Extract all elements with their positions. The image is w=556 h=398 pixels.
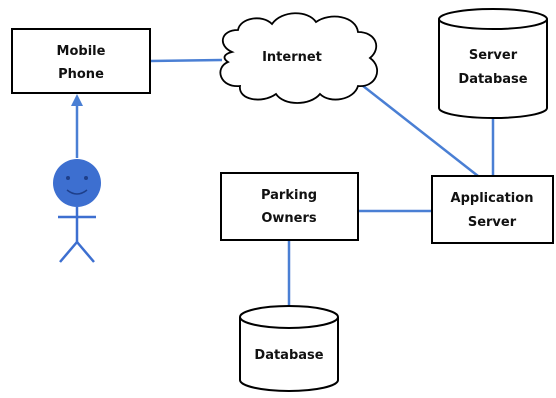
parking-owners-box	[220, 172, 359, 241]
database-node: Database	[239, 305, 339, 392]
parking-owners-node: Parking Owners	[220, 172, 359, 241]
application-server-box	[431, 175, 554, 244]
user-smile	[66, 189, 88, 195]
application-server-node: Application Server	[431, 175, 554, 244]
user-stick-figure-icon	[53, 159, 101, 263]
server-database-cylinder-top	[438, 8, 548, 30]
connector-internet-appserver	[357, 81, 479, 177]
user-eye-right	[84, 176, 88, 180]
internet-label: Internet	[262, 50, 322, 65]
connector-mobile-internet	[149, 58, 223, 63]
server-database-label-line1: Server	[469, 48, 518, 63]
server-database-cylinder	[438, 19, 548, 119]
application-server-label-line1: Application	[451, 191, 534, 206]
server-database-label-line2: Database	[458, 72, 527, 87]
parking-owners-label-line2: Owners	[261, 211, 317, 226]
internet-node: Internet	[219, 12, 378, 104]
application-server-label-line2: Server	[468, 215, 517, 230]
server-database-node: Server Database	[438, 8, 548, 119]
mobile-phone-label-line2: Phone	[58, 67, 104, 82]
database-cylinder-top	[239, 305, 339, 329]
cloud-icon	[219, 12, 378, 104]
user-leg-right	[76, 241, 95, 263]
user-eye-left	[66, 176, 70, 180]
mobile-phone-label-line1: Mobile	[57, 44, 106, 59]
mobile-phone-node: Mobile Phone	[11, 28, 151, 94]
user-head	[53, 159, 101, 207]
database-label: Database	[254, 348, 323, 363]
database-cylinder	[239, 317, 339, 392]
parking-owners-label-line1: Parking	[261, 188, 317, 203]
user-leg-left	[59, 241, 78, 263]
arrowhead-icon	[71, 94, 83, 106]
mobile-phone-box	[11, 28, 151, 94]
